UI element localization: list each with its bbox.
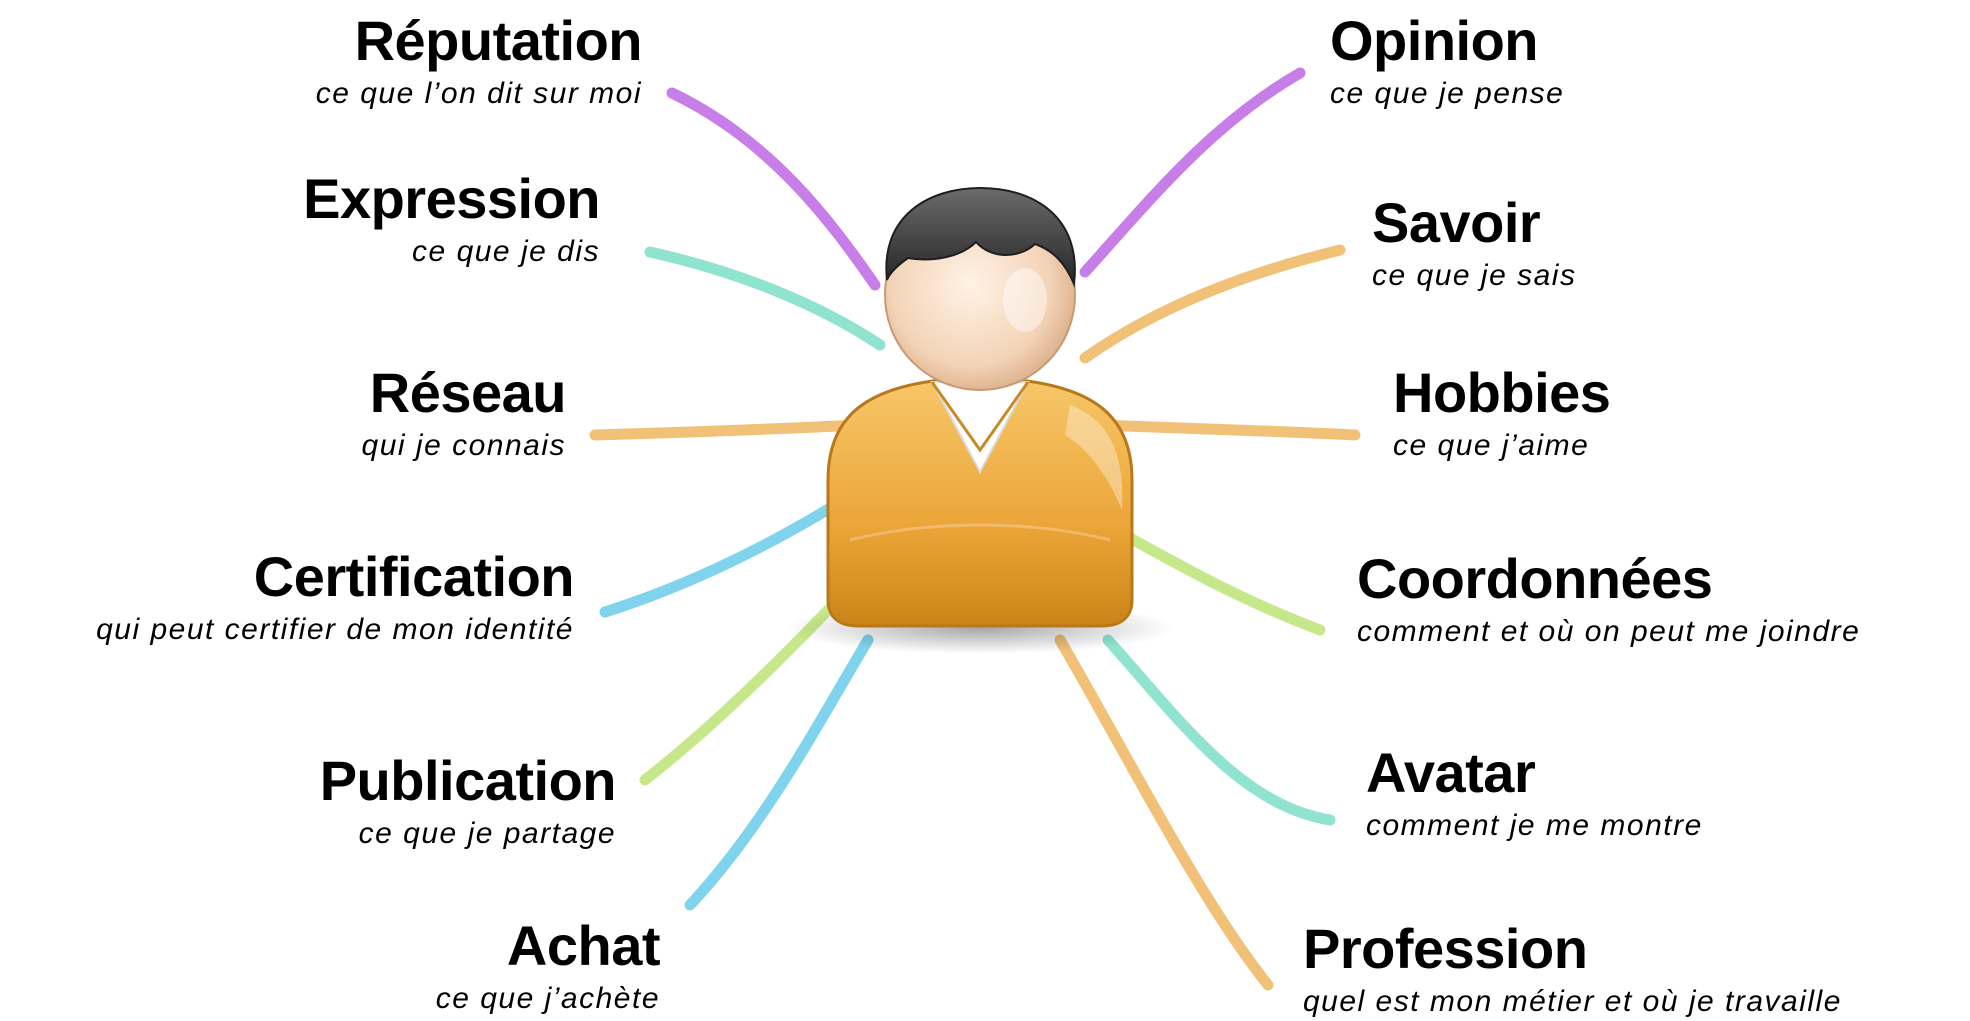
item-subtitle: ce que je sais: [1372, 258, 1577, 292]
connector-reputation: [666, 87, 881, 291]
item-title: Achat: [506, 914, 661, 977]
item-title: Opinion: [1330, 9, 1539, 72]
item-title: Avatar: [1366, 741, 1536, 804]
item-subtitle: ce que je pense: [1330, 76, 1565, 110]
item-opinion: Opinion ce que je pense: [1330, 9, 1970, 110]
item-coordonnees: Coordonnées comment et où on peut me joi…: [1357, 547, 1970, 648]
item-title: Hobbies: [1393, 361, 1611, 424]
item-reseau: Réseau qui je connais: [0, 361, 567, 462]
item-subtitle: ce que j’aime: [1393, 428, 1590, 462]
item-title: Expression: [303, 167, 600, 230]
item-subtitle: comment je me montre: [1366, 808, 1703, 842]
item-reputation: Réputation ce que l’on dit sur moi: [0, 9, 643, 110]
connector-certification: [599, 496, 846, 618]
connector-achat: [684, 634, 874, 911]
item-subtitle: ce que je dis: [412, 234, 600, 268]
connector-coordonnees: [1124, 532, 1326, 636]
item-publication: Publication ce que je partage: [0, 749, 617, 850]
item-subtitle: quel est mon métier et où je travaille: [1303, 984, 1842, 1018]
item-title: Savoir: [1372, 191, 1541, 254]
item-title: Profession: [1303, 917, 1588, 980]
hair: [885, 186, 1076, 288]
connector-savoir: [1079, 244, 1346, 364]
item-subtitle: ce que je partage: [358, 816, 616, 850]
item-achat: Achat ce que j’achète: [0, 914, 661, 1015]
item-subtitle: ce que j’achète: [435, 981, 660, 1015]
item-subtitle: comment et où on peut me joindre: [1357, 614, 1861, 648]
item-hobbies: Hobbies ce que j’aime: [1393, 361, 1970, 462]
item-subtitle: ce que l’on dit sur moi: [315, 76, 642, 110]
item-certification: Certification qui peut certifier de mon …: [0, 545, 575, 646]
item-title: Certification: [253, 545, 575, 608]
person-icon: [785, 186, 1175, 654]
connector-opinion: [1079, 67, 1306, 278]
item-savoir: Savoir ce que je sais: [1372, 191, 1970, 292]
body-shape: [826, 378, 1134, 628]
item-title: Coordonnées: [1357, 547, 1713, 610]
connector-avatar: [1102, 634, 1336, 826]
item-title: Réseau: [369, 361, 567, 424]
item-subtitle: qui peut certifier de mon identité: [96, 612, 574, 646]
item-avatar: Avatar comment je me montre: [1366, 741, 1970, 842]
item-subtitle: qui je connais: [361, 428, 566, 462]
item-title: Publication: [319, 749, 617, 812]
connector-expression: [644, 246, 886, 351]
connector-profession: [1054, 634, 1274, 991]
item-expression: Expression ce que je dis: [0, 167, 600, 268]
item-title: Réputation: [354, 9, 643, 72]
item-profession: Profession quel est mon métier et où je …: [1303, 917, 1970, 1018]
